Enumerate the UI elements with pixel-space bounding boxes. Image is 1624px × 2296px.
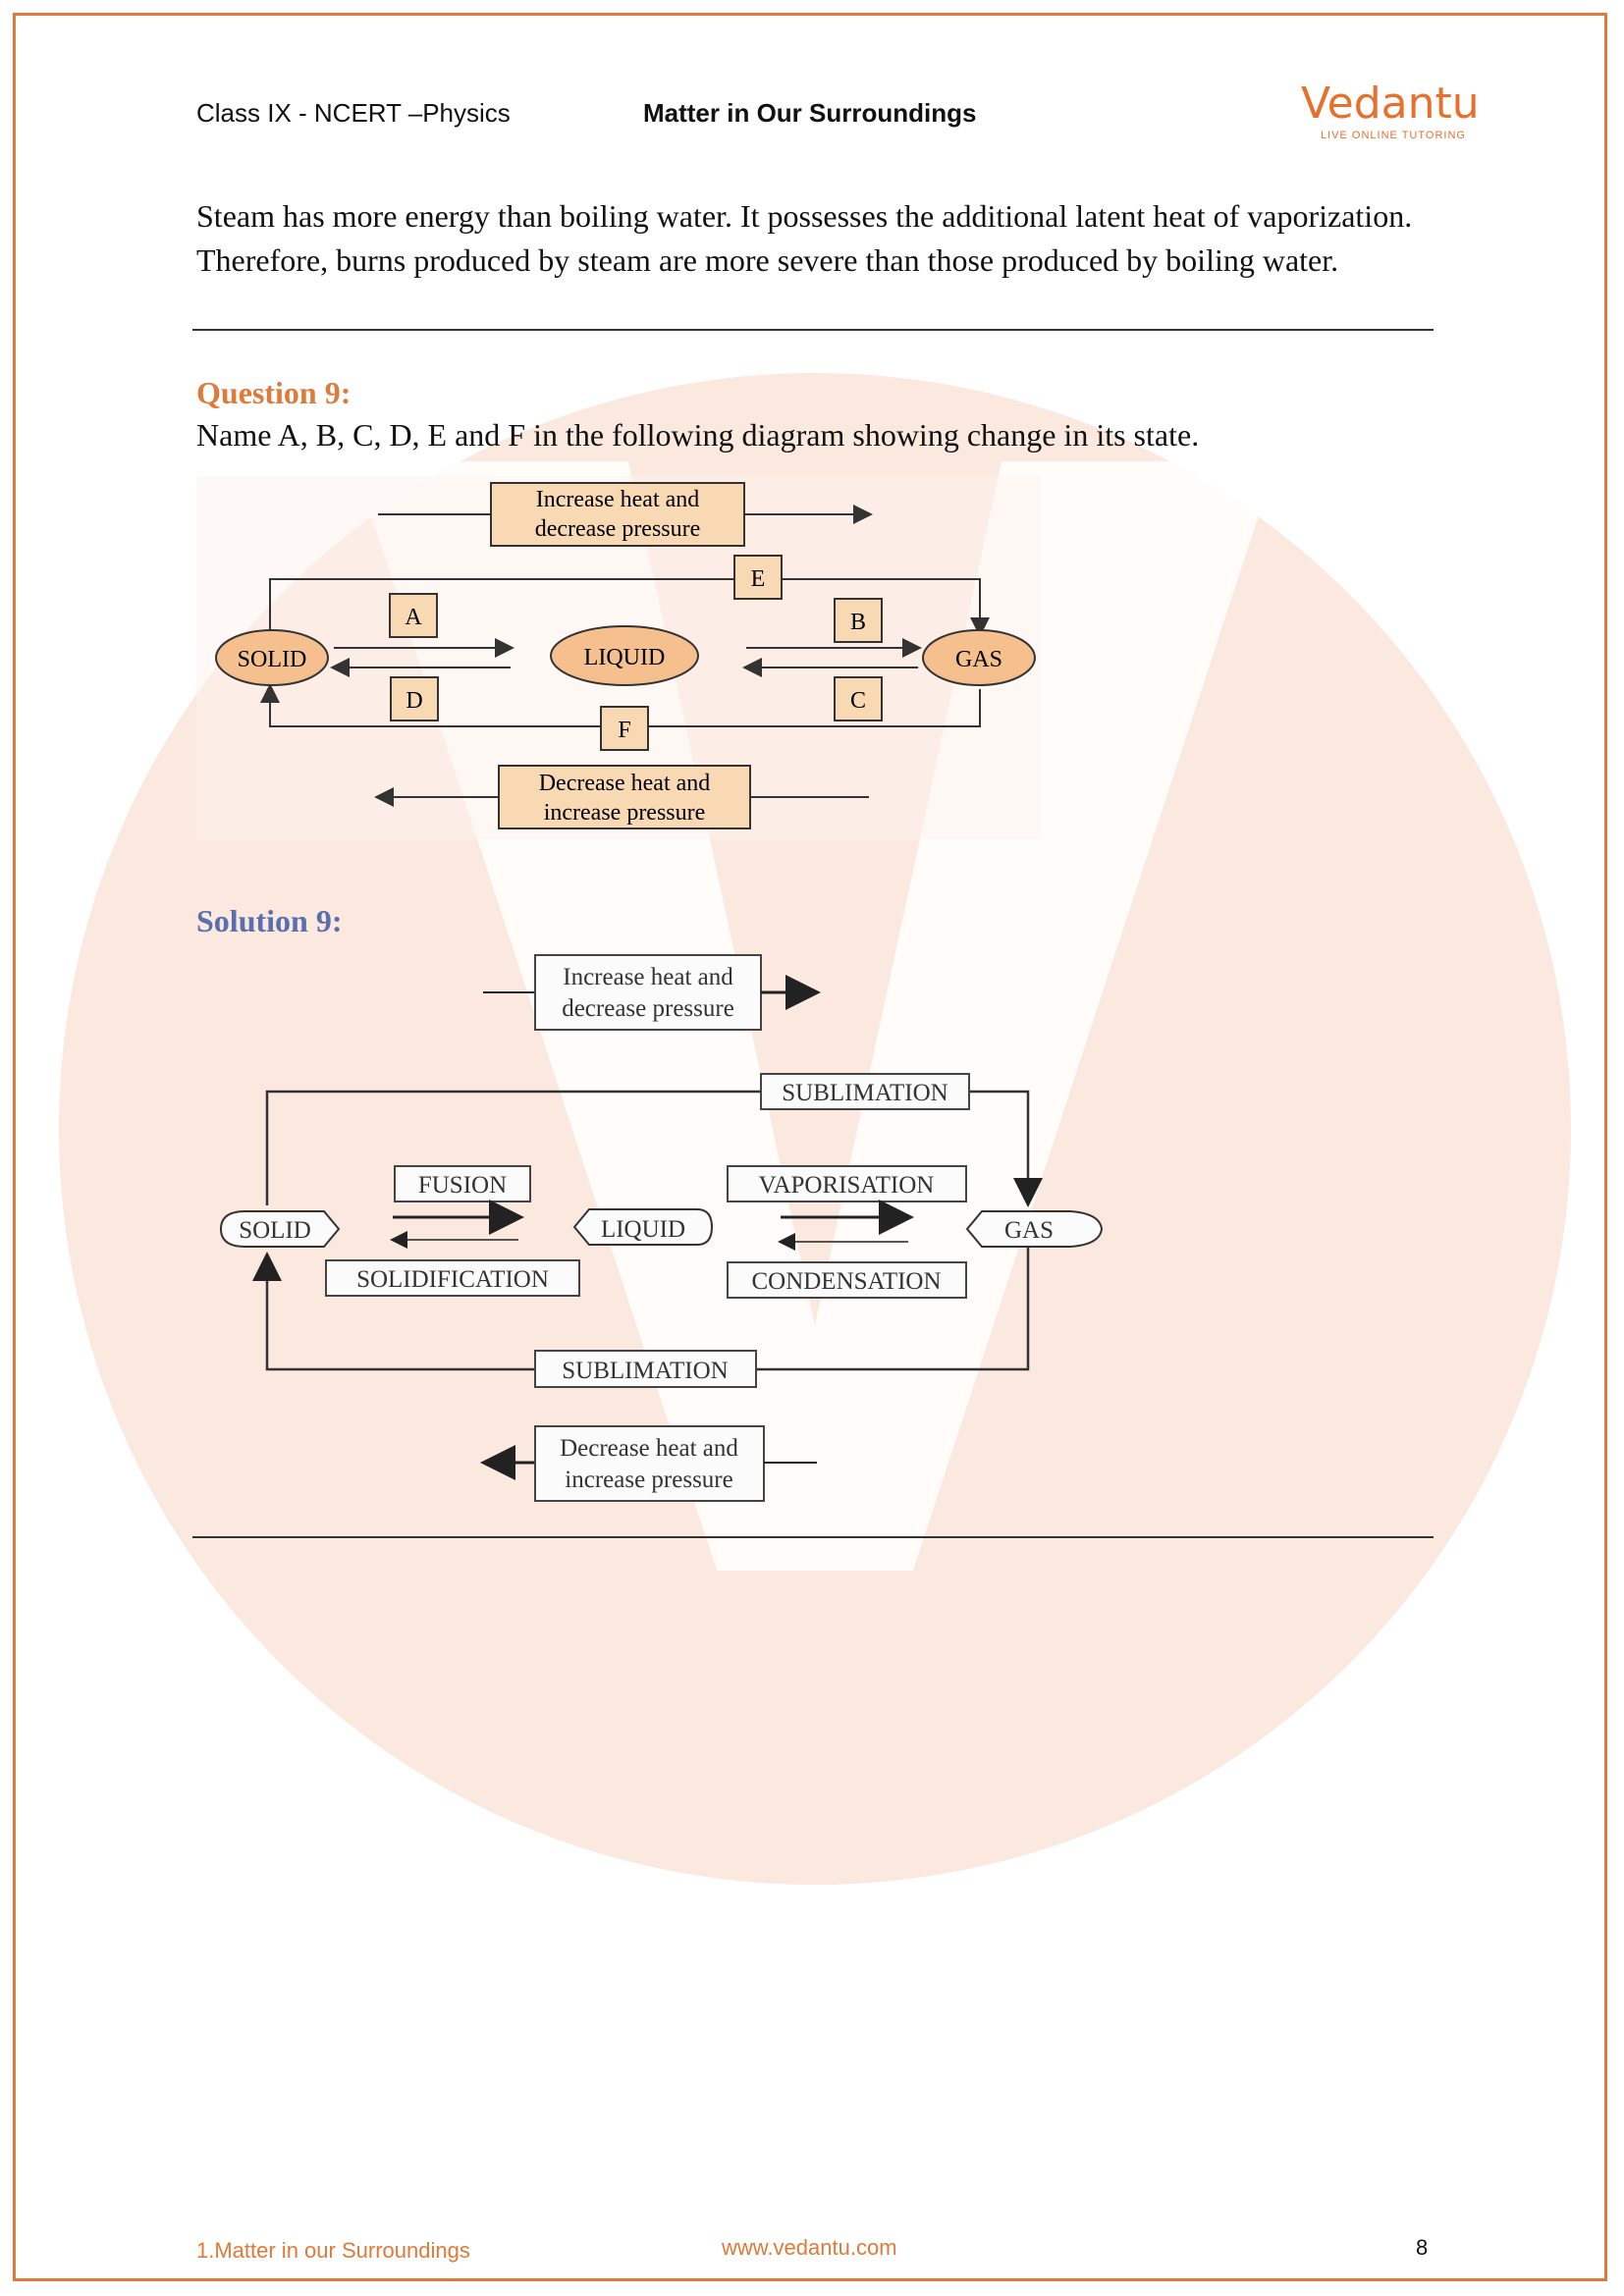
sol-state-solid <box>219 1210 341 1248</box>
sol-state-gas-label: GAS <box>1004 1217 1054 1244</box>
logo-tagline: LIVE ONLINE TUTORING <box>1321 130 1466 141</box>
state-solid <box>215 629 329 686</box>
label-e: E <box>751 566 766 592</box>
header-subject: Class IX - NCERT –Physics <box>196 98 511 128</box>
sol-bottom-condition-box <box>534 1425 765 1502</box>
top-box-line2: decrease pressure <box>535 516 701 542</box>
state-gas <box>922 629 1036 686</box>
sol-state-liquid <box>572 1208 714 1246</box>
sol-bottom-box-line2: increase pressure <box>565 1467 732 1493</box>
question-text: Name A, B, C, D, E and F in the followin… <box>196 417 1200 453</box>
page-border <box>13 13 1607 2281</box>
label-box-c <box>834 676 883 721</box>
footer-website-link[interactable]: www.vedantu.com <box>722 2235 897 2260</box>
page-number: 8 <box>1416 2235 1429 2260</box>
question-diagram: Increase heat and decrease pressure E F … <box>196 476 1041 839</box>
label-box-e <box>733 555 783 600</box>
logo-wordmark: Vedantu <box>1301 79 1480 129</box>
sol-bottom-box-line1: Decrease heat and <box>560 1435 738 1462</box>
sol-state-liquid-label: LIQUID <box>601 1216 685 1243</box>
sol-state-solid-label: SOLID <box>239 1217 311 1244</box>
bottom-box-line2: increase pressure <box>544 800 706 826</box>
sol-state-gas <box>965 1210 1104 1248</box>
state-gas-label: GAS <box>955 647 1002 672</box>
solution-label: Solution 9: <box>196 903 343 938</box>
bottom-condition-box <box>498 765 751 829</box>
divider <box>192 329 1434 331</box>
footer-chapter: 1.Matter in our Surroundings <box>196 2238 470 2263</box>
label-box-a <box>389 593 438 638</box>
bottom-box-line1: Decrease heat and <box>539 771 711 796</box>
top-box-line1: Increase heat and <box>536 487 700 512</box>
sol-sublimation-top-box <box>760 1073 970 1110</box>
label-f: F <box>618 718 630 743</box>
state-liquid <box>550 625 699 686</box>
divider-bottom <box>192 1536 1434 1538</box>
sol-top-condition-box <box>534 954 762 1031</box>
sol-vaporisation-label: VAPORISATION <box>759 1172 935 1199</box>
label-d: D <box>406 688 422 714</box>
sol-sublimation-bottom-label: SUBLIMATION <box>562 1358 728 1384</box>
sol-condensation-label: CONDENSATION <box>751 1268 941 1295</box>
label-box-b <box>834 598 883 643</box>
sol-sublimation-bottom-box <box>534 1350 757 1388</box>
label-c: C <box>850 688 866 714</box>
sol-top-box-line2: decrease pressure <box>562 995 734 1022</box>
sublimation-path-top <box>269 578 990 660</box>
sol-vaporisation-box <box>727 1165 967 1202</box>
label-b: B <box>850 610 866 635</box>
sol-fusion-label: FUSION <box>418 1172 507 1199</box>
sol-top-box-line1: Increase heat and <box>563 964 733 990</box>
state-liquid-label: LIQUID <box>584 645 666 670</box>
question-label: Question 9: <box>196 375 352 410</box>
label-box-d <box>390 676 439 721</box>
vedantu-logo: Vedantu LIVE ONLINE TUTORING <box>1301 79 1483 147</box>
top-condition-box <box>490 482 745 547</box>
header-chapter-title: Matter in Our Surroundings <box>643 98 977 128</box>
sol-fusion-box <box>394 1165 531 1202</box>
sol-condensation-box <box>727 1261 967 1299</box>
sol-solidification-label: SOLIDIFICATION <box>356 1266 549 1293</box>
state-solid-label: SOLID <box>238 647 307 672</box>
label-a: A <box>405 605 422 630</box>
answer-paragraph: Steam has more energy than boiling water… <box>196 198 1413 278</box>
sol-sublimation-top-label: SUBLIMATION <box>782 1080 947 1106</box>
label-box-f <box>600 706 649 751</box>
sol-solidification-box <box>325 1259 580 1297</box>
solution-diagram: Increase heat and decrease pressure SUBL… <box>219 954 1104 1502</box>
sol-sublimation-path-top <box>265 1090 1043 1207</box>
